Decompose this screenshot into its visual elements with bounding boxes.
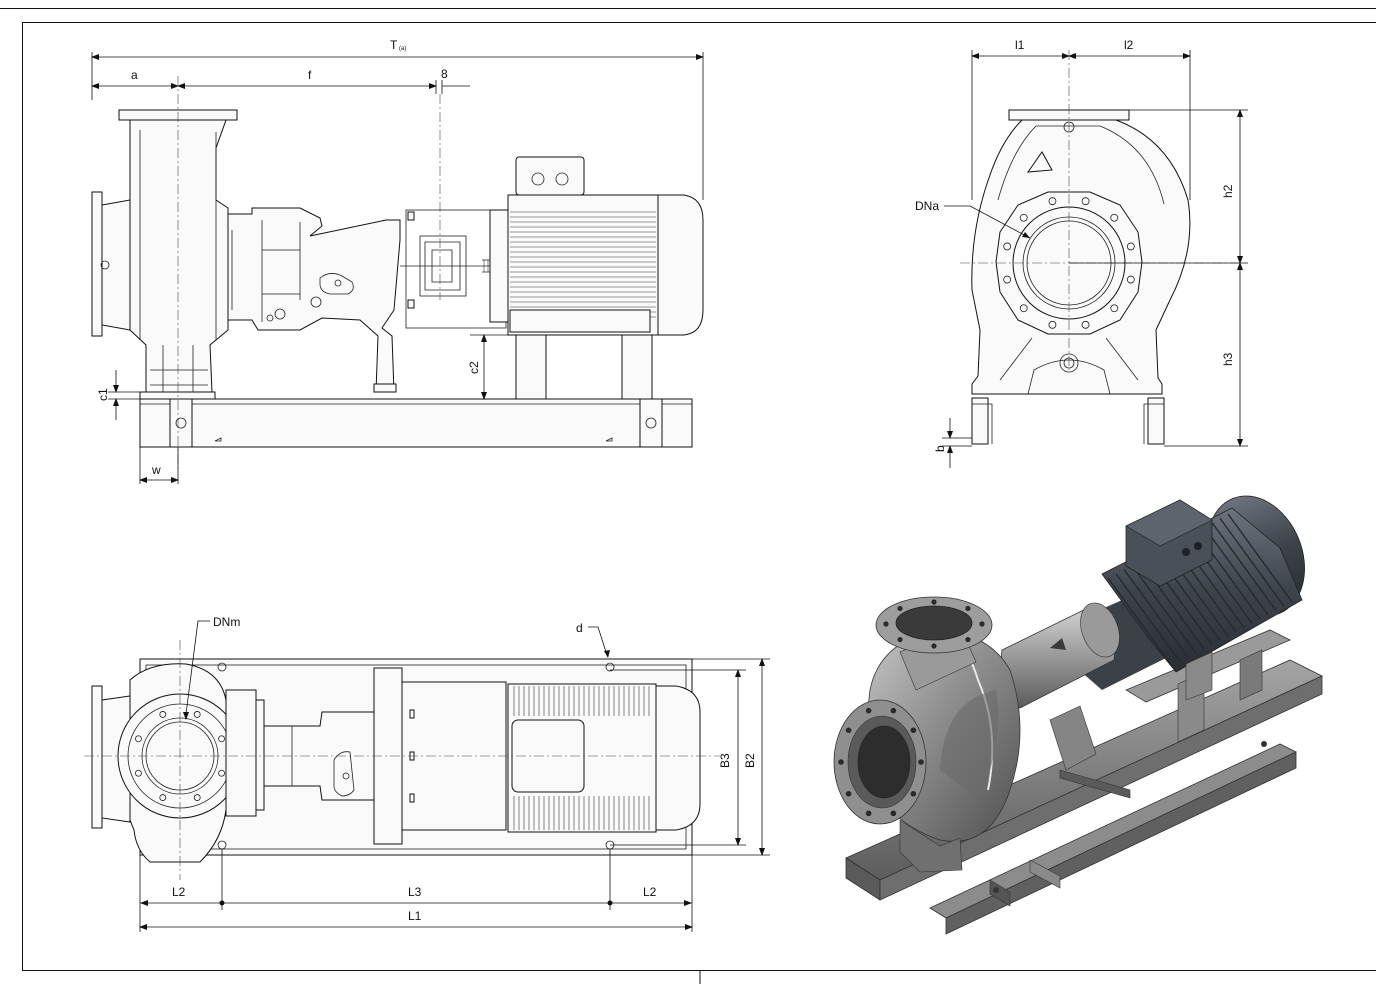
- electric-motor: [490, 157, 703, 399]
- dim-T: T: [390, 38, 398, 52]
- dim-c1: c1: [96, 388, 110, 401]
- dim-a: a: [131, 68, 138, 82]
- bolt: [911, 791, 917, 797]
- dim-T-sub: (a): [399, 46, 406, 52]
- bolt: [891, 811, 897, 817]
- dim-w: w: [151, 463, 161, 477]
- callout-d: d: [576, 621, 583, 635]
- dim-L1: L1: [408, 909, 422, 923]
- callout-DNa: DNa: [915, 199, 939, 213]
- dim-l2: l2: [1124, 38, 1134, 52]
- bolt: [911, 727, 917, 733]
- bolt: [918, 759, 924, 765]
- dim-B2: B2: [743, 753, 757, 768]
- bolt: [931, 643, 936, 648]
- bolt: [965, 637, 970, 642]
- bolt: [931, 599, 936, 604]
- dim-h2: h2: [1221, 184, 1235, 198]
- bolt: [897, 606, 902, 611]
- isometric-view: [834, 481, 1322, 934]
- dim-h3: h3: [1221, 352, 1235, 366]
- bolt: [866, 811, 872, 817]
- bolt: [979, 621, 984, 626]
- pump-casing: [92, 110, 237, 399]
- dim-B3: B3: [718, 753, 732, 768]
- dim-L2-left: L2: [172, 885, 186, 899]
- top-view: L2 L3 L2 L1 B3 B2 DNm d: [84, 615, 770, 932]
- end-view: l1 l2 h2 h3 b DNa: [915, 38, 1248, 468]
- bolt: [846, 791, 852, 797]
- bolt: [838, 759, 844, 765]
- dim-f: f: [308, 68, 312, 82]
- bolt: [883, 621, 888, 626]
- bolt: [846, 727, 852, 733]
- bolt: [965, 606, 970, 611]
- bolt: [897, 637, 902, 642]
- side-view: T (a) a f 8 c1 c2 w: [92, 38, 703, 484]
- dim-c2: c2: [467, 361, 481, 374]
- bolt: [866, 708, 872, 714]
- dim-L3: L3: [408, 885, 422, 899]
- callout-DNm: DNm: [213, 615, 240, 629]
- dim-L2-right: L2: [643, 885, 657, 899]
- bearing-bracket: [228, 208, 400, 392]
- dim-l1: l1: [1015, 38, 1025, 52]
- dim-8: 8: [441, 67, 448, 81]
- bolt: [891, 708, 897, 714]
- dim-b: b: [933, 445, 947, 452]
